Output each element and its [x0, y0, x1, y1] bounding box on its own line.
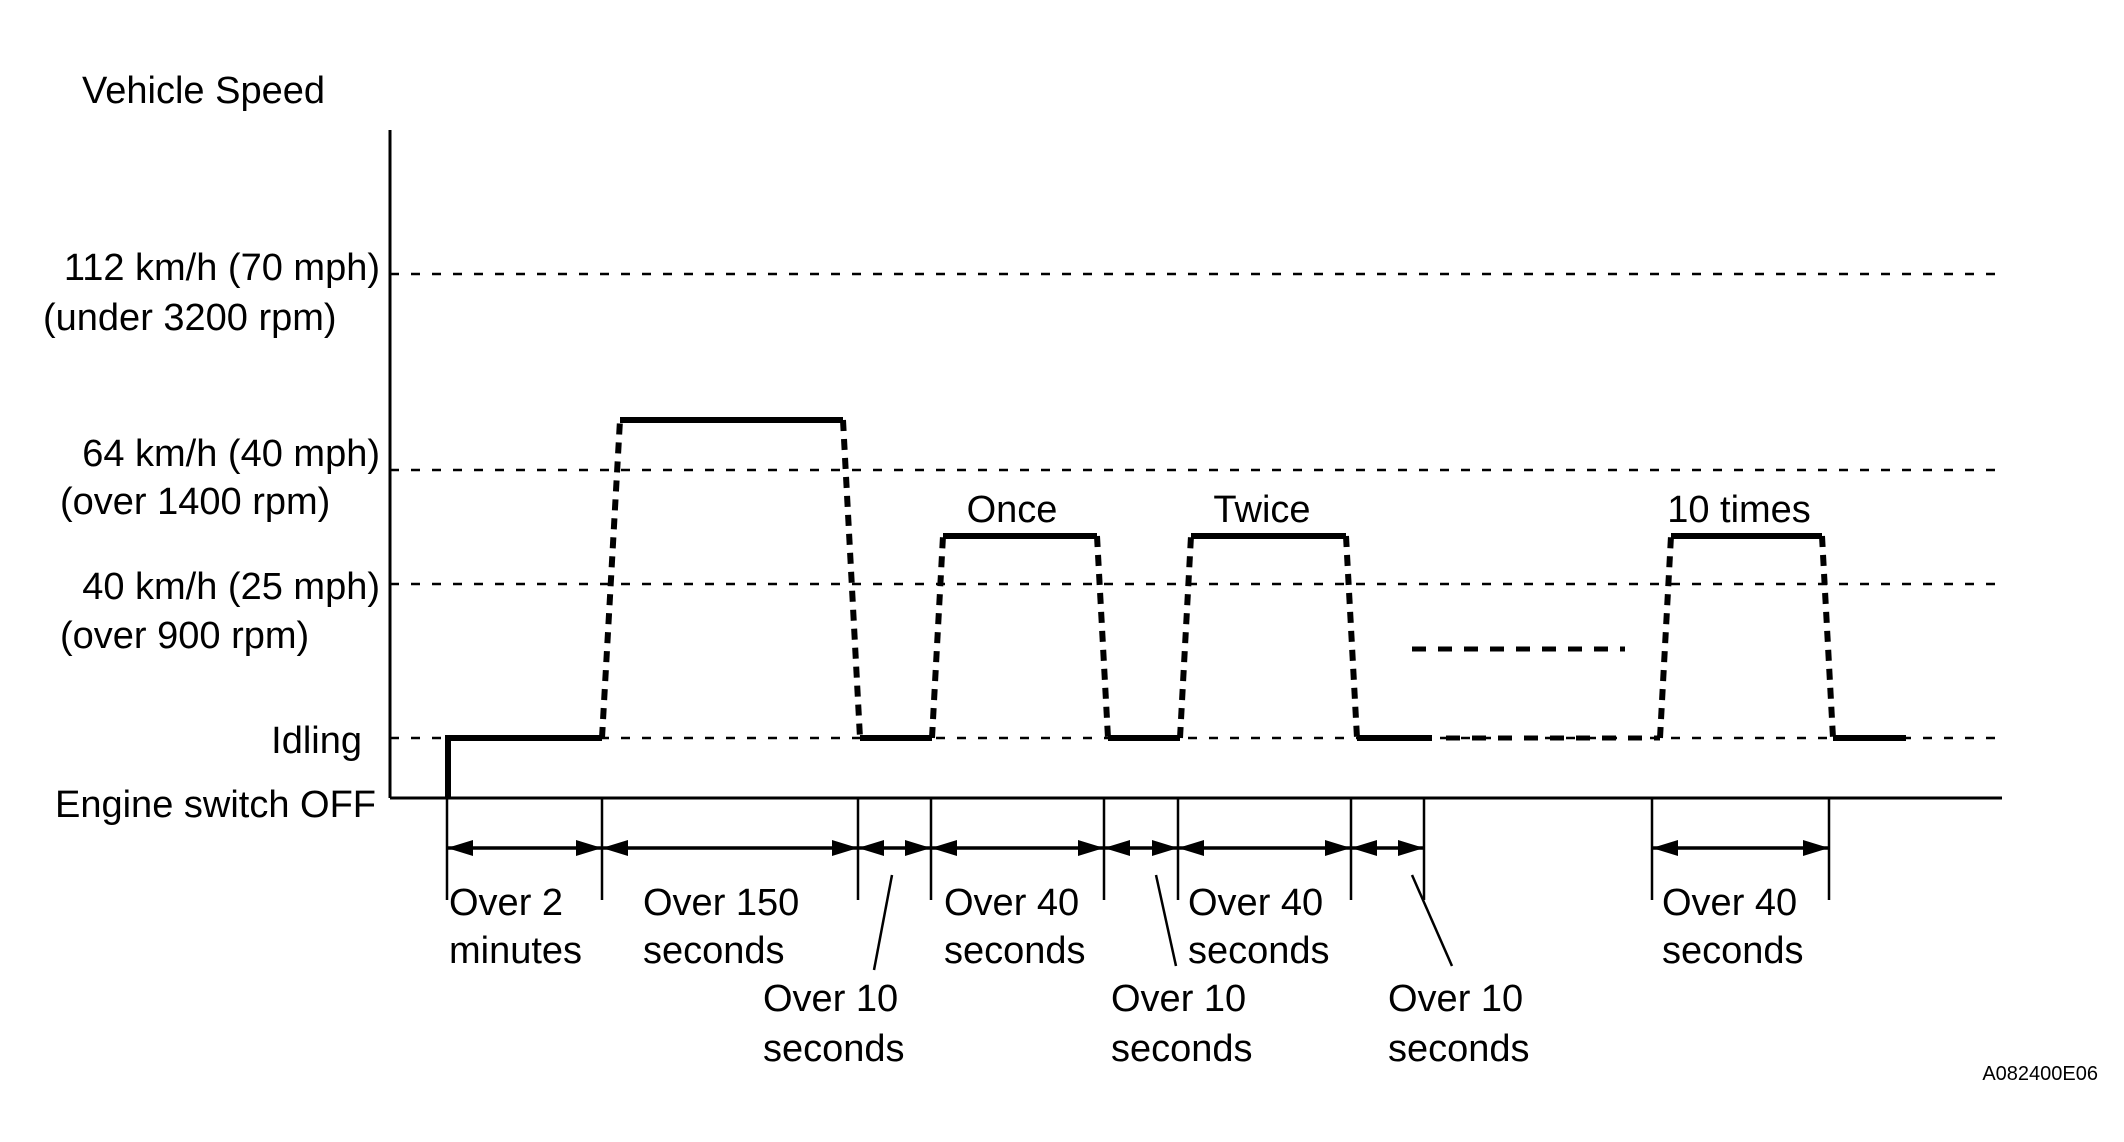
profile-ramp-up-4 — [1657, 535, 1674, 739]
level-label-40-line2: (over 900 rpm) — [60, 615, 309, 657]
profile-ramp-up-3 — [1177, 535, 1194, 739]
figure-code: A082400E06 — [1982, 1063, 2098, 1085]
level-label-40-line1: 40 km/h (25 mph) — [82, 566, 380, 608]
profile-ramp-up-1 — [599, 419, 623, 739]
leader-line-1 — [872, 874, 894, 971]
duration-6-line2: seconds — [1188, 930, 1330, 972]
profile-ramp-down-1 — [840, 419, 863, 739]
duration-7-line1: Over 10 — [1388, 978, 1523, 1020]
span-arrow-6 — [1178, 840, 1351, 856]
duration-7-line2: seconds — [1388, 1028, 1530, 1070]
duration-1-line1: Over 2 — [449, 882, 563, 924]
duration-3-line1: Over 10 — [763, 978, 898, 1020]
profile-ramp-down-3 — [1343, 535, 1360, 739]
span-arrow-7 — [1351, 840, 1424, 856]
leader-line-2 — [1154, 874, 1178, 967]
duration-8-line1: Over 40 — [1662, 882, 1797, 924]
level-label-engine-off: Engine switch OFF — [55, 784, 376, 826]
duration-2-line2: seconds — [643, 930, 785, 972]
repetition-label-10-times: 10 times — [1667, 489, 1811, 531]
repetition-label-twice: Twice — [1213, 489, 1310, 531]
level-label-112-line2: (under 3200 rpm) — [43, 297, 337, 339]
span-arrow-5 — [1104, 840, 1178, 856]
y-axis-title: Vehicle Speed — [82, 70, 325, 112]
duration-4-line1: Over 40 — [944, 882, 1079, 924]
level-label-112-line1: 112 km/h (70 mph) — [64, 247, 380, 289]
duration-5-line1: Over 10 — [1111, 978, 1246, 1020]
duration-2-line1: Over 150 — [643, 882, 799, 924]
span-arrow-2 — [602, 840, 858, 856]
profile-ramp-up-2 — [929, 535, 946, 739]
span-arrow-8 — [1652, 840, 1829, 856]
time-span-arrows — [447, 840, 1829, 856]
duration-8-line2: seconds — [1662, 930, 1804, 972]
span-arrow-3 — [858, 840, 931, 856]
duration-6-line1: Over 40 — [1188, 882, 1323, 924]
duration-3-line2: seconds — [763, 1028, 905, 1070]
duration-1-line2: minutes — [449, 930, 582, 972]
speed-profile — [445, 417, 1906, 798]
span-arrow-1 — [447, 840, 602, 856]
span-arrow-4 — [931, 840, 1104, 856]
profile-ramp-down-4 — [1819, 535, 1836, 739]
level-label-64-line1: 64 km/h (40 mph) — [82, 433, 380, 475]
repetition-label-once: Once — [967, 489, 1058, 531]
profile-ramp-down-2 — [1094, 535, 1111, 739]
level-label-idling: Idling — [271, 720, 362, 762]
duration-4-line2: seconds — [944, 930, 1086, 972]
level-label-64-line2: (over 1400 rpm) — [60, 481, 330, 523]
duration-5-line2: seconds — [1111, 1028, 1253, 1070]
leader-line-3 — [1410, 874, 1454, 967]
